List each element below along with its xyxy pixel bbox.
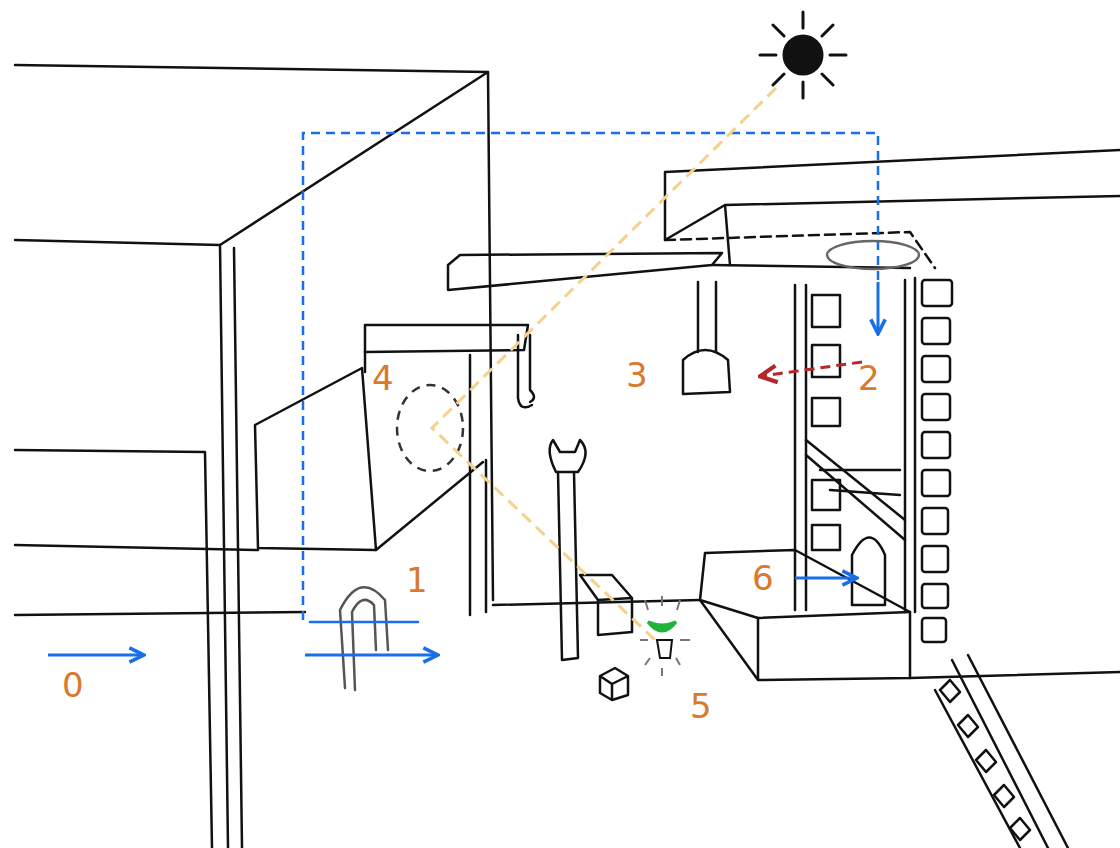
sun-symbol	[760, 12, 846, 98]
callout-number: 2	[858, 361, 880, 395]
callout-number: 1	[406, 563, 428, 597]
callout-number: 6	[752, 561, 774, 595]
motion-arrows	[48, 282, 878, 655]
line-art	[15, 65, 1120, 848]
callout-number: 0	[62, 668, 84, 702]
light-beam	[432, 88, 776, 640]
callout-number: 5	[690, 689, 712, 723]
callout-number: 4	[372, 361, 394, 395]
callout-number: 3	[626, 358, 648, 392]
plant-symbol	[640, 596, 690, 676]
force-arrow	[762, 362, 862, 376]
region-outline	[303, 133, 878, 620]
